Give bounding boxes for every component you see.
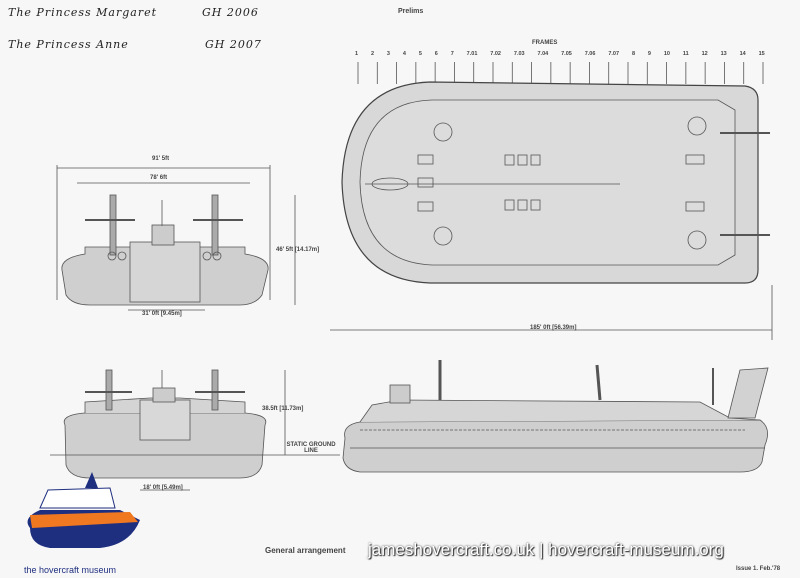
logo-text: the hovercraft museum [24, 565, 117, 575]
frames-label: FRAMES [532, 40, 558, 46]
prelims-label: Prelims [398, 8, 424, 15]
rear-view [50, 369, 340, 491]
note-2-code: GH 2007 [205, 38, 262, 51]
frame-number: 7.03 [513, 51, 525, 57]
note-2-name: The Princess Anne [8, 38, 129, 51]
dim-height-front: 46' 5ft [14.17m] [276, 247, 320, 253]
frame-number: 1 [355, 51, 359, 57]
front-view [56, 165, 296, 311]
dim-hull-width-front: 31' 0ft [9.45m] [142, 311, 182, 317]
frame-number: 4 [402, 51, 406, 57]
frame-number: 7.01 [466, 51, 478, 57]
frame-number: 14 [739, 51, 746, 57]
frame-number: 12 [701, 51, 708, 57]
frame-number: 8 [631, 51, 635, 57]
frame-ticks [357, 62, 764, 84]
frame-number: 7 [450, 51, 454, 57]
museum-logo [27, 472, 141, 548]
frame-number: 13 [720, 51, 727, 57]
note-1-code: GH 2006 [202, 6, 259, 19]
frame-number: 5 [418, 51, 422, 57]
frame-number: 7.06 [584, 51, 596, 57]
side-view [342, 360, 769, 473]
dim-overall-length: 185' 0ft [56.39m] [530, 325, 577, 331]
plan-view [330, 81, 773, 340]
frame-number: 3 [386, 51, 390, 57]
frame-number: 7.05 [561, 51, 572, 57]
frame-number: 2 [370, 51, 375, 57]
frame-number: 15 [758, 51, 765, 57]
drawing-title: General arrangement [265, 546, 346, 555]
static-ground-line-label: STATIC GROUND LINE [286, 442, 336, 454]
frame-number: 9 [647, 51, 651, 57]
dim-hull-width-rear: 18' 0ft [5.49m] [143, 485, 183, 491]
frame-number: 7.02 [490, 51, 501, 57]
dim-overall-width: 91' 5ft [152, 156, 170, 162]
note-1-name: The Princess Margaret [8, 6, 158, 19]
issue-label: Issue 1. Feb.'78 [736, 566, 781, 572]
frame-number: 10 [663, 51, 670, 57]
frame-number: 7.04 [537, 51, 549, 57]
watermark: jameshovercraft.co.uk | hovercraft-museu… [368, 540, 724, 559]
frame-number: 11 [682, 51, 689, 57]
frame-number: 7.07 [608, 51, 620, 57]
dim-structure-width: 78' 6ft [150, 175, 168, 181]
frame-number: 6 [434, 51, 438, 57]
dim-height-rear: 38.5ft [11.73m] [262, 406, 304, 412]
